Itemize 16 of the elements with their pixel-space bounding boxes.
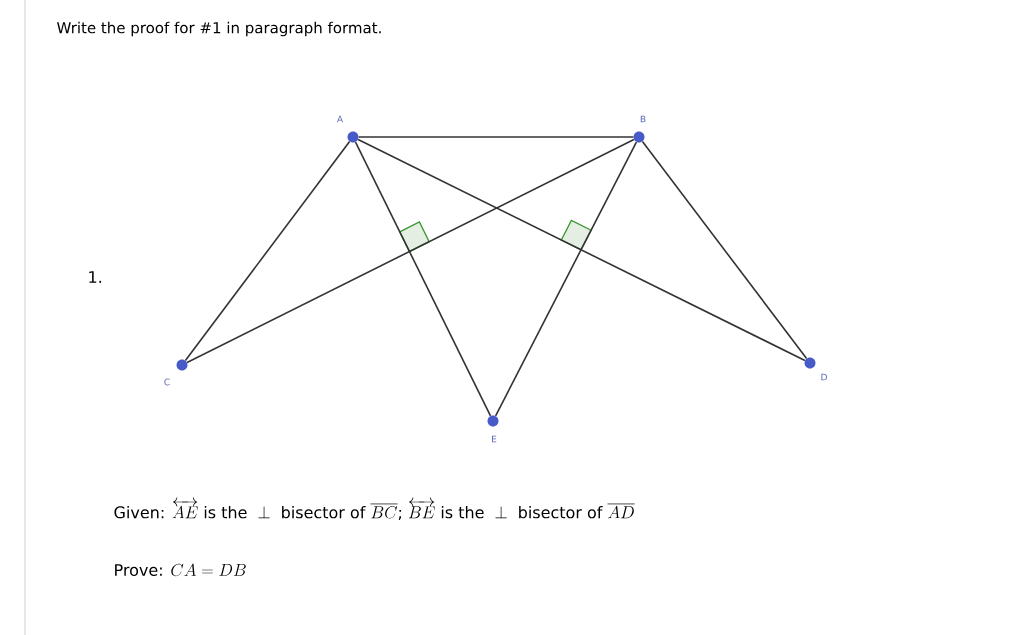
point-label: C [164,378,170,386]
point-label: D [821,373,827,381]
point-label: B [640,115,646,123]
line-segment [494,141,638,417]
line-segment [357,136,635,138]
heading: Write the proof for #1 in paragraph format. [57,21,381,37]
problem-number: 1. [89,271,102,283]
line-segment [354,141,492,417]
prove-statement: $\text{Prove: }CA = DB$ [115,563,246,577]
line-segment [357,138,806,362]
point-label: E [492,435,497,443]
given-statement: $\text{Given: }\overleftrightarrow{AE}\text{ is the }\perp\text{ bisector of }\overline{BC}\text{; }\overleftrightarrow{BE}\text{ is the }\perp\text{ bisector of }\overline{AD}$ [114,497,635,520]
line-segment [184,140,351,362]
point-label: A [337,115,343,123]
line-segment [186,138,635,364]
line-segment [641,140,808,360]
